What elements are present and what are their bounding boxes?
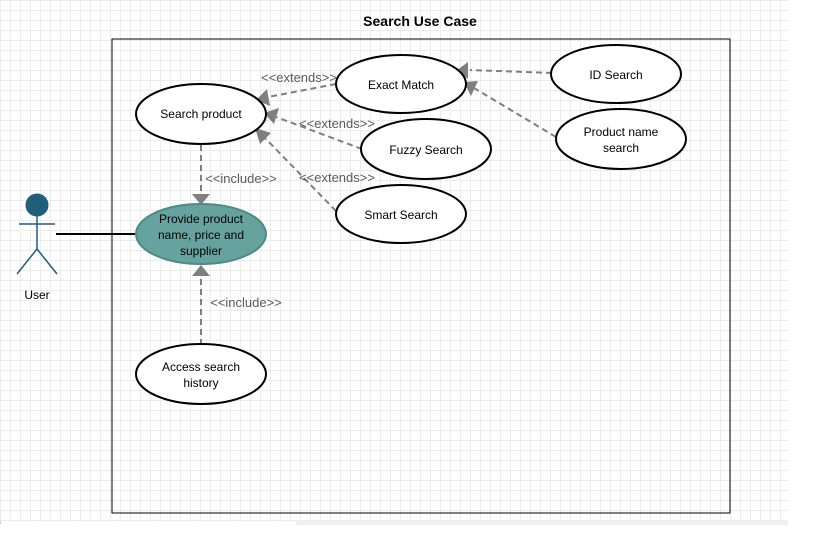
extends-connector-smart-search[interactable] xyxy=(264,137,337,212)
use-case-label: ID Search xyxy=(589,68,642,82)
extends-arrowhead-fuzzy-search xyxy=(264,108,279,124)
use-case-ellipse xyxy=(135,83,267,145)
use-case-label-line-1: Provide product xyxy=(159,212,244,226)
use-case-smart-search[interactable]: Smart Search xyxy=(335,184,467,244)
extends-connector-exact-match[interactable] xyxy=(267,83,337,98)
label-extends-smart-search: <<extends>> xyxy=(299,170,375,185)
label-include-access-history: <<include>> xyxy=(210,295,282,310)
use-case-id-search[interactable]: ID Search xyxy=(550,44,682,104)
use-case-exact-match[interactable]: Exact Match xyxy=(335,54,467,114)
use-case-ellipse xyxy=(335,54,467,114)
label-include-provide-details: <<include>> xyxy=(205,171,277,186)
extends-arrowhead-exact-match xyxy=(256,89,270,106)
use-case-label-line-3: supplier xyxy=(180,244,222,258)
use-case-label: Fuzzy Search xyxy=(389,143,462,157)
arrowhead-id-search xyxy=(457,62,468,79)
use-case-label-line-1: Access search xyxy=(162,360,240,374)
use-case-ellipse xyxy=(360,118,492,180)
use-case-ellipse xyxy=(550,44,682,104)
diagram-title: Search Use Case xyxy=(363,13,477,29)
use-case-label-line-1: Product name xyxy=(584,125,659,139)
label-extends-fuzzy-search: <<extends>> xyxy=(299,116,375,131)
include-arrowhead-provide-details xyxy=(192,194,210,205)
use-case-ellipse xyxy=(135,343,267,405)
use-case-label: Search product xyxy=(160,107,242,121)
use-case-label-line-2: history xyxy=(183,376,218,390)
system-boundary[interactable] xyxy=(111,38,731,514)
use-case-fuzzy-search[interactable]: Fuzzy Search xyxy=(360,118,492,180)
canvas-edge-marker xyxy=(0,521,11,524)
actor-user[interactable]: User xyxy=(16,193,58,302)
use-case-ellipse xyxy=(555,108,687,170)
use-case-search-product[interactable]: Search product xyxy=(135,83,267,145)
include-arrowhead-access-history xyxy=(192,265,210,276)
use-case-label-line-2: search xyxy=(603,141,639,155)
label-extends-exact-match: <<extends>> xyxy=(261,70,337,85)
canvas-scrollbar-strip xyxy=(296,520,788,525)
use-case-label: Exact Match xyxy=(368,78,434,92)
actor-head xyxy=(25,193,49,217)
arrowhead-product-name-search xyxy=(464,81,478,96)
actor-label: User xyxy=(24,288,49,302)
connector-id-search[interactable] xyxy=(469,69,553,74)
use-case-ellipse xyxy=(335,184,467,244)
use-case-label: Smart Search xyxy=(364,208,437,222)
actor-left-leg xyxy=(16,248,38,275)
extends-connector-fuzzy-search[interactable] xyxy=(275,116,363,150)
use-case-access-history[interactable]: Access search history xyxy=(135,343,267,405)
use-case-provide-details[interactable]: Provide product name, price and supplier xyxy=(135,203,267,265)
actor-right-leg xyxy=(36,248,58,275)
connector-product-name-search[interactable] xyxy=(473,87,557,138)
extends-arrowhead-smart-search xyxy=(255,128,271,144)
use-case-label-line-2: name, price and xyxy=(158,228,244,242)
use-case-product-name-search[interactable]: Product name search xyxy=(555,108,687,170)
use-case-ellipse-highlighted xyxy=(135,203,267,265)
